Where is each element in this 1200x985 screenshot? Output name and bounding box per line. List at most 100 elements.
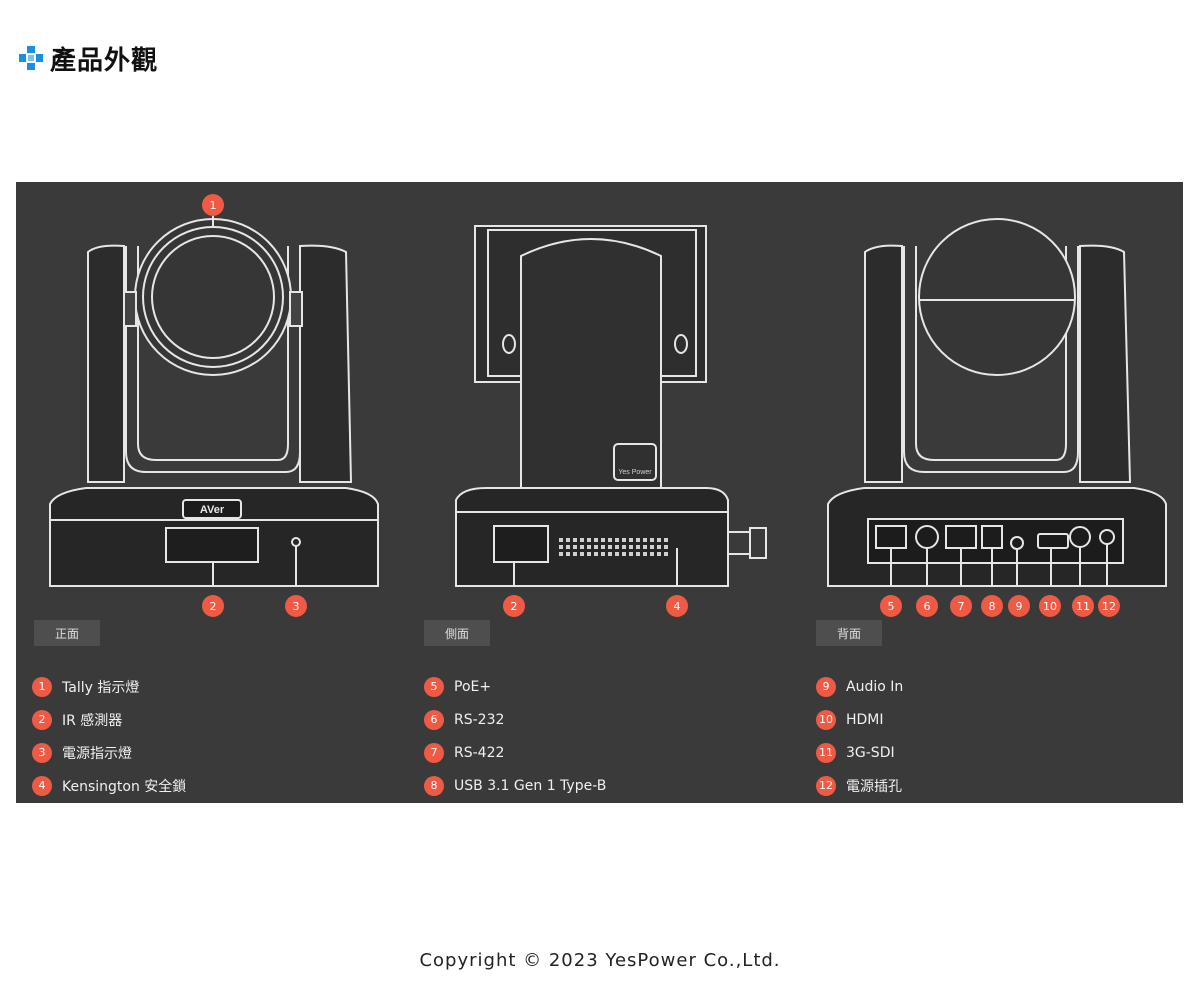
vent-hole — [573, 545, 577, 549]
vent-hole — [573, 552, 577, 556]
vent-hole — [664, 552, 668, 556]
vent-hole — [622, 538, 626, 542]
legend-number-badge: 8 — [424, 775, 444, 796]
vent-hole — [559, 545, 563, 549]
legend-number-badge: 7 — [424, 742, 444, 763]
callout-badge: 5 — [880, 595, 902, 617]
vent-hole — [594, 538, 598, 542]
svg-text:7: 7 — [958, 600, 965, 613]
vent-hole — [650, 552, 654, 556]
callout-badges: 1 2 3 2 4 5 6 7 8 9 10 11 12 — [202, 194, 1120, 617]
callout-badge: 2 — [202, 595, 224, 617]
legend-number-badge: 10 — [816, 709, 836, 730]
legend-text: PoE+ — [454, 678, 492, 695]
vent-hole — [566, 538, 570, 542]
callout-badge: 6 — [916, 595, 938, 617]
svg-text:8: 8 — [989, 600, 996, 613]
vent-hole — [615, 545, 619, 549]
legend-item: 6 RS-232 — [424, 703, 606, 736]
vent-hole — [657, 538, 661, 542]
callout-badge: 8 — [981, 595, 1003, 617]
page-title: 產品外觀 — [50, 45, 159, 76]
back-view-drawing — [827, 218, 1167, 587]
svg-text:3: 3 — [293, 600, 300, 613]
legend-number-badge: 4 — [32, 775, 52, 796]
legend-number-badge: 5 — [424, 676, 444, 697]
vent-hole — [636, 538, 640, 542]
side-view-drawing — [455, 225, 767, 587]
vent-hole — [566, 552, 570, 556]
view-label-front: 正面 — [34, 620, 100, 646]
vent-hole — [608, 545, 612, 549]
callout-badge: 3 — [285, 595, 307, 617]
vent-hole — [615, 552, 619, 556]
camera-illustrations: AVer Yes Power 1 2 3 2 4 5 6 7 8 9 10 11… — [49, 194, 1167, 617]
legend-text: RS-232 — [454, 711, 505, 728]
section-heading: 產品外觀 — [18, 40, 158, 76]
legend-text: Audio In — [846, 678, 904, 695]
callout-badge: 9 — [1008, 595, 1030, 617]
view-label-back: 背面 — [816, 620, 882, 646]
blue-cross-icon — [19, 46, 43, 70]
svg-text:2: 2 — [511, 600, 518, 613]
legend-item: 9 Audio In — [816, 670, 903, 703]
legend-item: 1 Tally 指示燈 — [32, 670, 186, 703]
svg-text:11: 11 — [1076, 600, 1090, 613]
vent-hole — [664, 545, 668, 549]
vent-hole — [636, 552, 640, 556]
svg-text:1: 1 — [210, 199, 217, 212]
legend-text: RS-422 — [454, 744, 505, 761]
view-label-side: 側面 — [424, 620, 490, 646]
legend-number-badge: 12 — [816, 775, 836, 796]
vent-hole — [580, 538, 584, 542]
legend-text: 3G-SDI — [846, 744, 895, 761]
vent-hole — [643, 545, 647, 549]
svg-text:4: 4 — [674, 600, 681, 613]
svg-text:2: 2 — [210, 600, 217, 613]
vent-hole — [629, 545, 633, 549]
vent-hole — [650, 545, 654, 549]
vent-hole — [608, 552, 612, 556]
vent-hole — [566, 545, 570, 549]
vent-hole — [629, 538, 633, 542]
copyright-text: Copyright © 2023 YesPower Co.,Ltd. — [419, 950, 781, 971]
legend-number-badge: 3 — [32, 742, 52, 763]
callout-badge: 4 — [666, 595, 688, 617]
vent-hole — [573, 538, 577, 542]
product-panel: AVer Yes Power 1 2 3 2 4 5 6 7 8 9 10 11… — [16, 182, 1183, 803]
svg-text:6: 6 — [924, 600, 931, 613]
callout-badge: 11 — [1072, 595, 1094, 617]
vent-hole — [587, 552, 591, 556]
vent-hole — [587, 545, 591, 549]
legend-text: IR 感測器 — [62, 712, 123, 729]
legend-text: Kensington 安全鎖 — [62, 778, 187, 795]
vent-hole — [594, 545, 598, 549]
legend-item: 10 HDMI — [816, 703, 903, 736]
vent-hole — [580, 552, 584, 556]
callout-badge: 2 — [503, 595, 525, 617]
vent-hole — [601, 552, 605, 556]
vent-hole — [601, 545, 605, 549]
vent-hole — [559, 538, 563, 542]
svg-text:12: 12 — [1102, 600, 1116, 613]
legend-text: Tally 指示燈 — [62, 679, 140, 696]
vent-hole — [657, 552, 661, 556]
aver-logo-text: AVer — [200, 504, 225, 516]
legend-text: HDMI — [846, 711, 884, 728]
legend-item: 7 RS-422 — [424, 736, 606, 769]
vent-hole — [650, 538, 654, 542]
legend-number-badge: 6 — [424, 709, 444, 730]
vent-hole — [643, 538, 647, 542]
callout-badge: 7 — [950, 595, 972, 617]
vent-hole — [594, 552, 598, 556]
legend-number-badge: 1 — [32, 676, 52, 697]
vent-hole — [636, 545, 640, 549]
legend-number-badge: 9 — [816, 676, 836, 697]
